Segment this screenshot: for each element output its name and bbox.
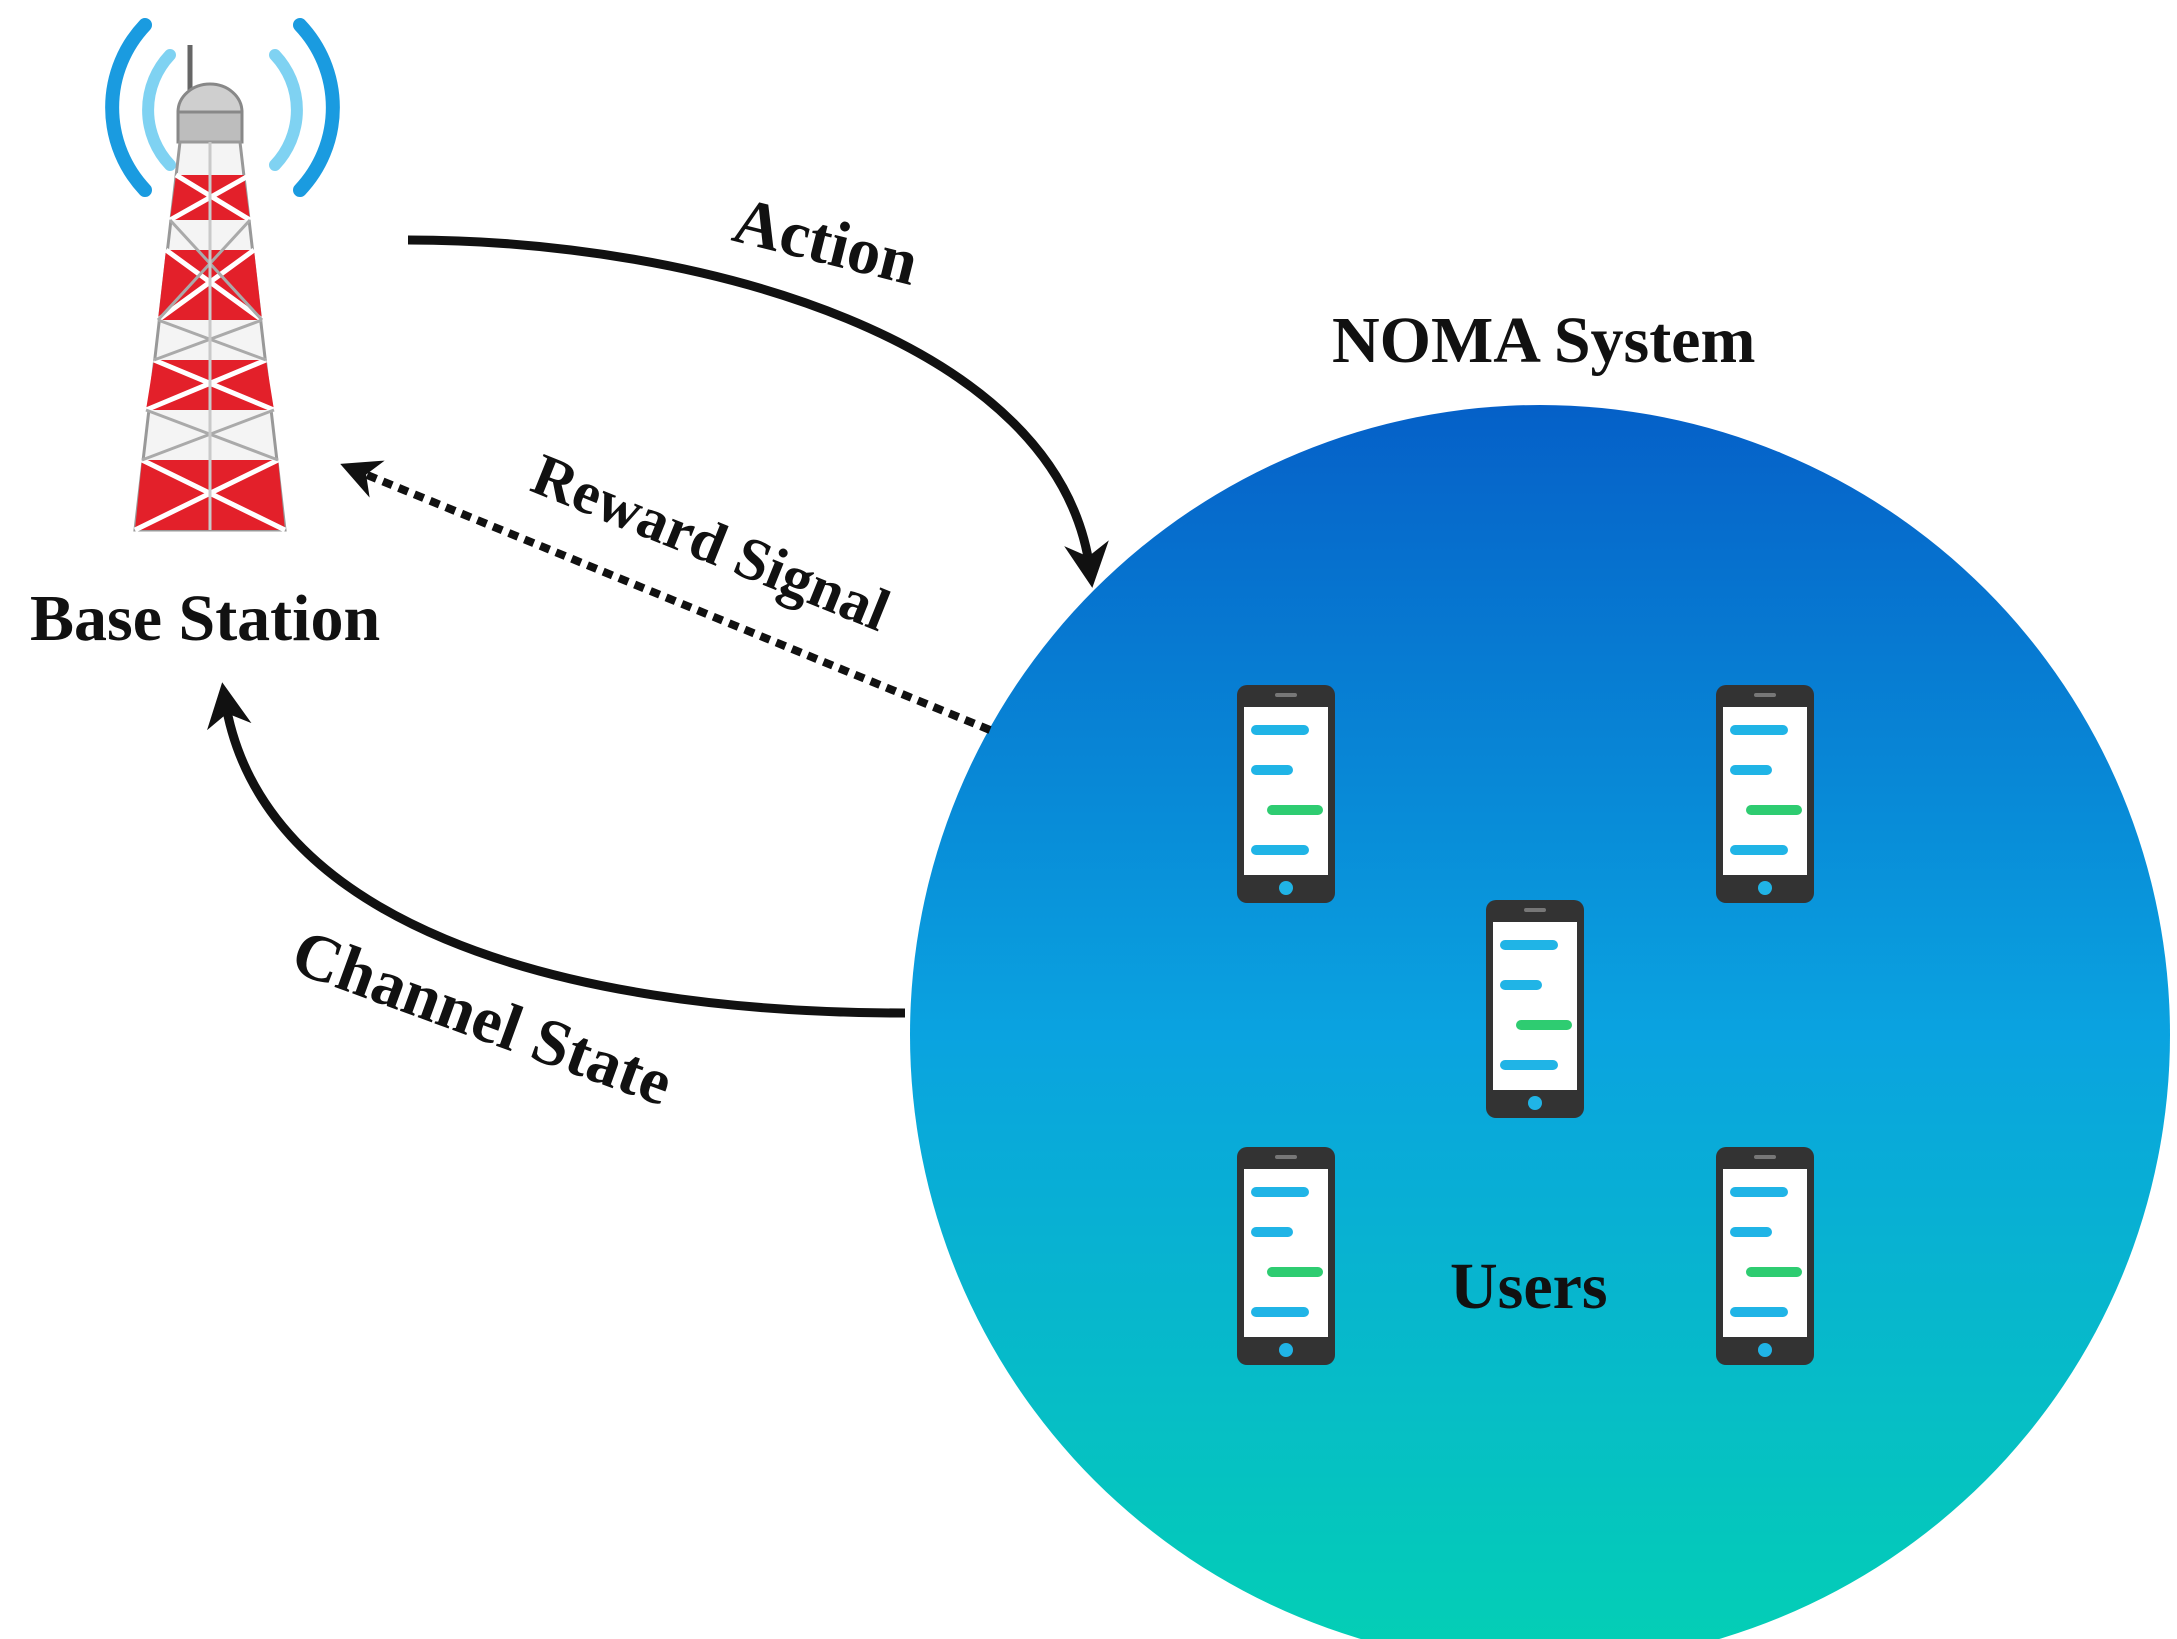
action-label: Action — [726, 184, 925, 300]
users-label: Users — [1450, 1250, 1608, 1323]
channel-state-label: Channel State — [283, 915, 682, 1120]
noma-system-title: NOMA System — [1332, 304, 1755, 377]
smartphone-icon — [1716, 1147, 1814, 1365]
smartphone-icon — [1486, 900, 1584, 1118]
smartphone-icon — [1237, 685, 1335, 903]
reward-signal-arrow — [340, 460, 992, 734]
reward-signal-label: Reward Signal — [523, 441, 899, 644]
base-station-label: Base Station — [30, 582, 380, 655]
smartphone-icon — [1237, 1147, 1335, 1365]
base-station-tower-icon — [105, 18, 340, 533]
action-arrow — [407, 235, 1109, 588]
signal-wave-icon — [105, 18, 340, 197]
channel-state-arrow — [207, 682, 906, 1018]
smartphone-icon — [1716, 685, 1814, 903]
